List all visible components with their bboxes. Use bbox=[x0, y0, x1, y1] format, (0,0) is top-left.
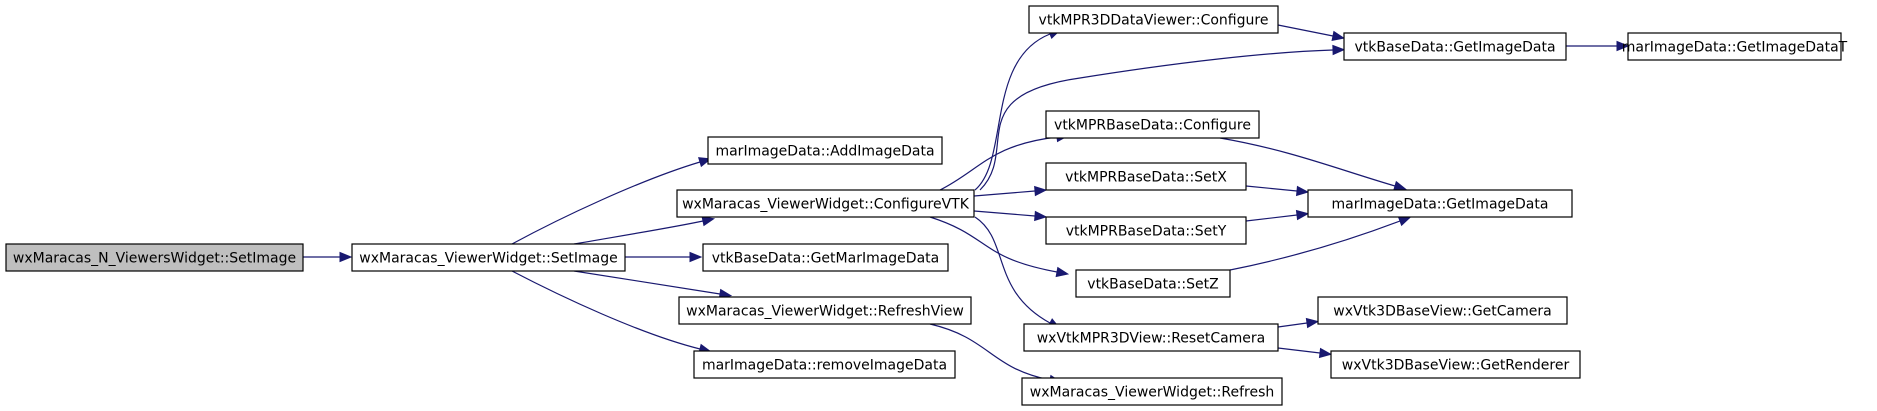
arrowhead-n14-n11 bbox=[1397, 216, 1412, 227]
arrowhead-n15-n16 bbox=[1305, 317, 1320, 329]
node-box[interactable] bbox=[1317, 296, 1568, 325]
arrowhead-n8-n9 bbox=[1616, 40, 1630, 52]
edge-n3-n13 bbox=[973, 210, 1036, 217]
node-box[interactable] bbox=[1627, 32, 1842, 61]
node-label: wxVtk3DBaseView::GetRenderer bbox=[1342, 358, 1570, 374]
graph-node[interactable]: marImageData::AddImageData bbox=[707, 136, 943, 165]
arrowhead-n1-n3 bbox=[701, 215, 716, 227]
arrowhead-n15-n17 bbox=[1318, 347, 1333, 359]
node-box[interactable] bbox=[1045, 216, 1247, 245]
node-label: vtkMPR3DDataViewer::Configure bbox=[1039, 13, 1269, 29]
node-label: marImageData::AddImageData bbox=[715, 144, 934, 160]
graph-node[interactable]: vtkBaseData::SetZ bbox=[1075, 269, 1231, 298]
arrowhead-n1-n4 bbox=[689, 251, 703, 263]
node-box[interactable] bbox=[676, 189, 975, 218]
node-label: wxMaracas_ViewerWidget::ConfigureVTK bbox=[682, 197, 970, 213]
node-box[interactable] bbox=[1075, 269, 1231, 298]
graph-node[interactable]: vtkMPRBaseData::SetX bbox=[1045, 162, 1247, 191]
arrowhead-n7-n8 bbox=[1331, 30, 1346, 42]
graph-node[interactable]: vtkBaseData::GetImageData bbox=[1343, 32, 1567, 61]
edge-n10-n11 bbox=[1219, 137, 1396, 187]
graph-node[interactable]: vtkMPR3DDataViewer::Configure bbox=[1028, 5, 1279, 34]
node-label: vtkMPRBaseData::Configure bbox=[1054, 118, 1251, 134]
graph-node[interactable]: vtkMPRBaseData::SetY bbox=[1045, 216, 1247, 245]
graph-node[interactable]: vtkBaseData::GetMarImageData bbox=[702, 243, 949, 272]
graph-node[interactable]: wxMaracas_ViewerWidget::ConfigureVTK bbox=[676, 189, 975, 218]
node-label: marImageData::removeImageData bbox=[702, 358, 947, 374]
edge-n3-n10 bbox=[939, 136, 1058, 191]
edge-n15-n17 bbox=[1277, 347, 1321, 354]
arrowhead-n10-n11 bbox=[1393, 180, 1407, 191]
node-label: marImageData::GetImageData bbox=[1332, 197, 1549, 213]
edge-n12-n11 bbox=[1245, 185, 1298, 192]
graph-node[interactable]: marImageData::GetImageDataT bbox=[1622, 32, 1848, 61]
arrowhead-n3-n12 bbox=[1034, 185, 1048, 197]
edge-n3-n15 bbox=[974, 216, 1051, 324]
graph-node[interactable]: wxMaracas_ViewerWidget::RefreshView bbox=[678, 296, 972, 325]
node-label: vtkMPRBaseData::SetY bbox=[1066, 224, 1227, 240]
arrowhead-n0-n1 bbox=[339, 251, 353, 263]
edge-n14-n11 bbox=[1229, 220, 1401, 271]
edge-n5-n18 bbox=[929, 323, 1051, 381]
node-label: vtkBaseData::SetZ bbox=[1087, 277, 1218, 293]
node-label: wxMaracas_ViewerWidget::RefreshView bbox=[686, 304, 964, 320]
node-label: vtkBaseData::GetImageData bbox=[1354, 40, 1555, 56]
graph-node[interactable]: marImageData::removeImageData bbox=[693, 350, 956, 379]
edge-n13-n11 bbox=[1245, 214, 1298, 222]
node-label: marImageData::GetImageDataT bbox=[1622, 40, 1848, 56]
edge-n15-n16 bbox=[1277, 322, 1308, 328]
arrowhead-n13-n11 bbox=[1295, 209, 1310, 221]
node-label: wxMaracas_N_ViewersWidget::SetImage bbox=[13, 251, 296, 267]
node-label: wxVtkMPR3DView::ResetCamera bbox=[1037, 331, 1266, 347]
node-label: vtkMPRBaseData::SetX bbox=[1065, 170, 1227, 186]
node-box[interactable] bbox=[1307, 189, 1573, 218]
edges-layer bbox=[303, 24, 1630, 386]
graph-node[interactable]: wxVtk3DBaseView::GetCamera bbox=[1317, 296, 1568, 325]
graph-node[interactable]: wxMaracas_ViewerWidget::SetImage bbox=[351, 243, 626, 272]
arrowhead-n3-n13 bbox=[1034, 210, 1048, 222]
node-box[interactable] bbox=[693, 350, 956, 379]
node-label: wxMaracas_ViewerWidget::Refresh bbox=[1030, 385, 1275, 401]
node-label: vtkBaseData::GetMarImageData bbox=[712, 251, 939, 267]
node-box[interactable] bbox=[351, 243, 626, 272]
edge-n1-n3 bbox=[573, 220, 704, 245]
arrowhead-n3-n14 bbox=[1055, 266, 1070, 278]
node-box[interactable] bbox=[678, 296, 972, 325]
edge-n1-n2 bbox=[511, 161, 701, 245]
graph-node[interactable]: vtkMPRBaseData::Configure bbox=[1045, 110, 1260, 139]
edge-n1-n6 bbox=[511, 270, 701, 350]
node-label: wxVtk3DBaseView::GetCamera bbox=[1333, 304, 1551, 320]
edge-n7-n8 bbox=[1277, 24, 1334, 37]
graph-node[interactable]: wxMaracas_ViewerWidget::Refresh bbox=[1021, 377, 1283, 406]
edge-n3-n12 bbox=[973, 190, 1036, 197]
edge-n3-n14 bbox=[929, 216, 1058, 273]
graph-node[interactable]: wxVtkMPR3DView::ResetCamera bbox=[1023, 323, 1279, 352]
graph-node[interactable]: wxVtk3DBaseView::GetRenderer bbox=[1330, 350, 1581, 379]
node-box[interactable] bbox=[1028, 5, 1279, 34]
node-label: wxMaracas_ViewerWidget::SetImage bbox=[359, 251, 617, 267]
arrowhead-n12-n11 bbox=[1295, 185, 1310, 197]
edge-n3-n8 bbox=[979, 49, 1334, 191]
node-box[interactable] bbox=[702, 243, 949, 272]
node-box[interactable] bbox=[1045, 110, 1260, 139]
node-box[interactable] bbox=[707, 136, 943, 165]
root-node-box[interactable] bbox=[5, 243, 304, 272]
node-box[interactable] bbox=[1330, 350, 1581, 379]
node-box[interactable] bbox=[1023, 323, 1279, 352]
node-box[interactable] bbox=[1045, 162, 1247, 191]
edge-n1-n5 bbox=[573, 270, 721, 295]
arrowhead-n3-n8 bbox=[1332, 44, 1346, 56]
node-box[interactable] bbox=[1343, 32, 1567, 61]
graph-node[interactable]: wxMaracas_N_ViewersWidget::SetImage bbox=[5, 243, 304, 272]
edge-n3-n7 bbox=[974, 33, 1051, 191]
graph-node[interactable]: marImageData::GetImageData bbox=[1307, 189, 1573, 218]
node-box[interactable] bbox=[1021, 377, 1283, 406]
